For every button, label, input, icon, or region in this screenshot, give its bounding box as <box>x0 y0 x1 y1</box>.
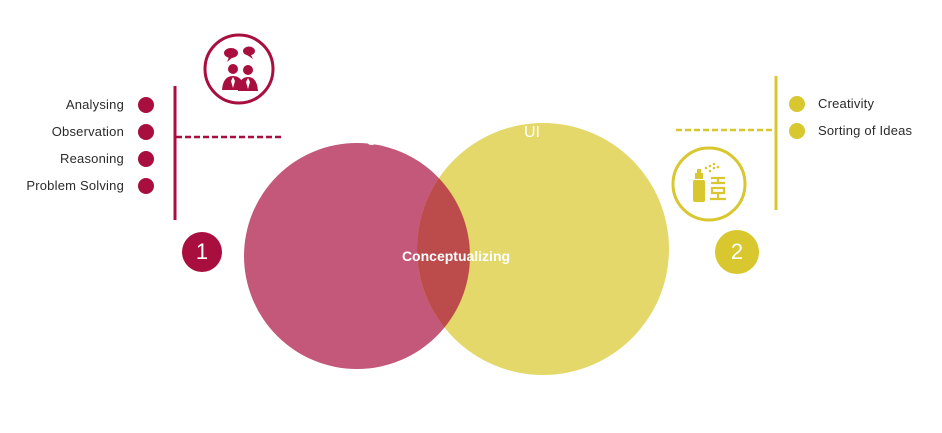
ux-circle <box>244 143 470 369</box>
ui-number: 2 <box>730 239 744 264</box>
ux-bullet <box>138 178 154 194</box>
ui-item-creativity: Creativity <box>818 96 875 111</box>
ux-number-badge <box>182 232 222 272</box>
ui-bullet <box>789 96 805 112</box>
ui-circle <box>417 123 669 375</box>
ux-title: UX <box>365 132 389 149</box>
ux-bullet <box>138 151 154 167</box>
ux-number: 1 <box>195 239 209 264</box>
ux-item-observation: Observation <box>51 124 124 139</box>
ux-item-reasoning: Reasoning <box>60 151 124 166</box>
ux-item-analysing: Analysing <box>65 97 124 112</box>
ux-item-problem-solving: Problem Solving <box>26 178 124 193</box>
ux-bullet <box>138 124 154 140</box>
ui-item-sorting-of-ideas: Sorting of Ideas <box>818 123 913 138</box>
overlap-label: Conceptualizing <box>401 248 511 264</box>
ux-bullet <box>138 97 154 113</box>
ui-title: UI <box>524 124 540 141</box>
ui-number-badge <box>715 230 759 274</box>
ui-bullet <box>789 123 805 139</box>
spray-paint-icon <box>671 146 747 222</box>
people-discussion-icon <box>203 33 275 105</box>
